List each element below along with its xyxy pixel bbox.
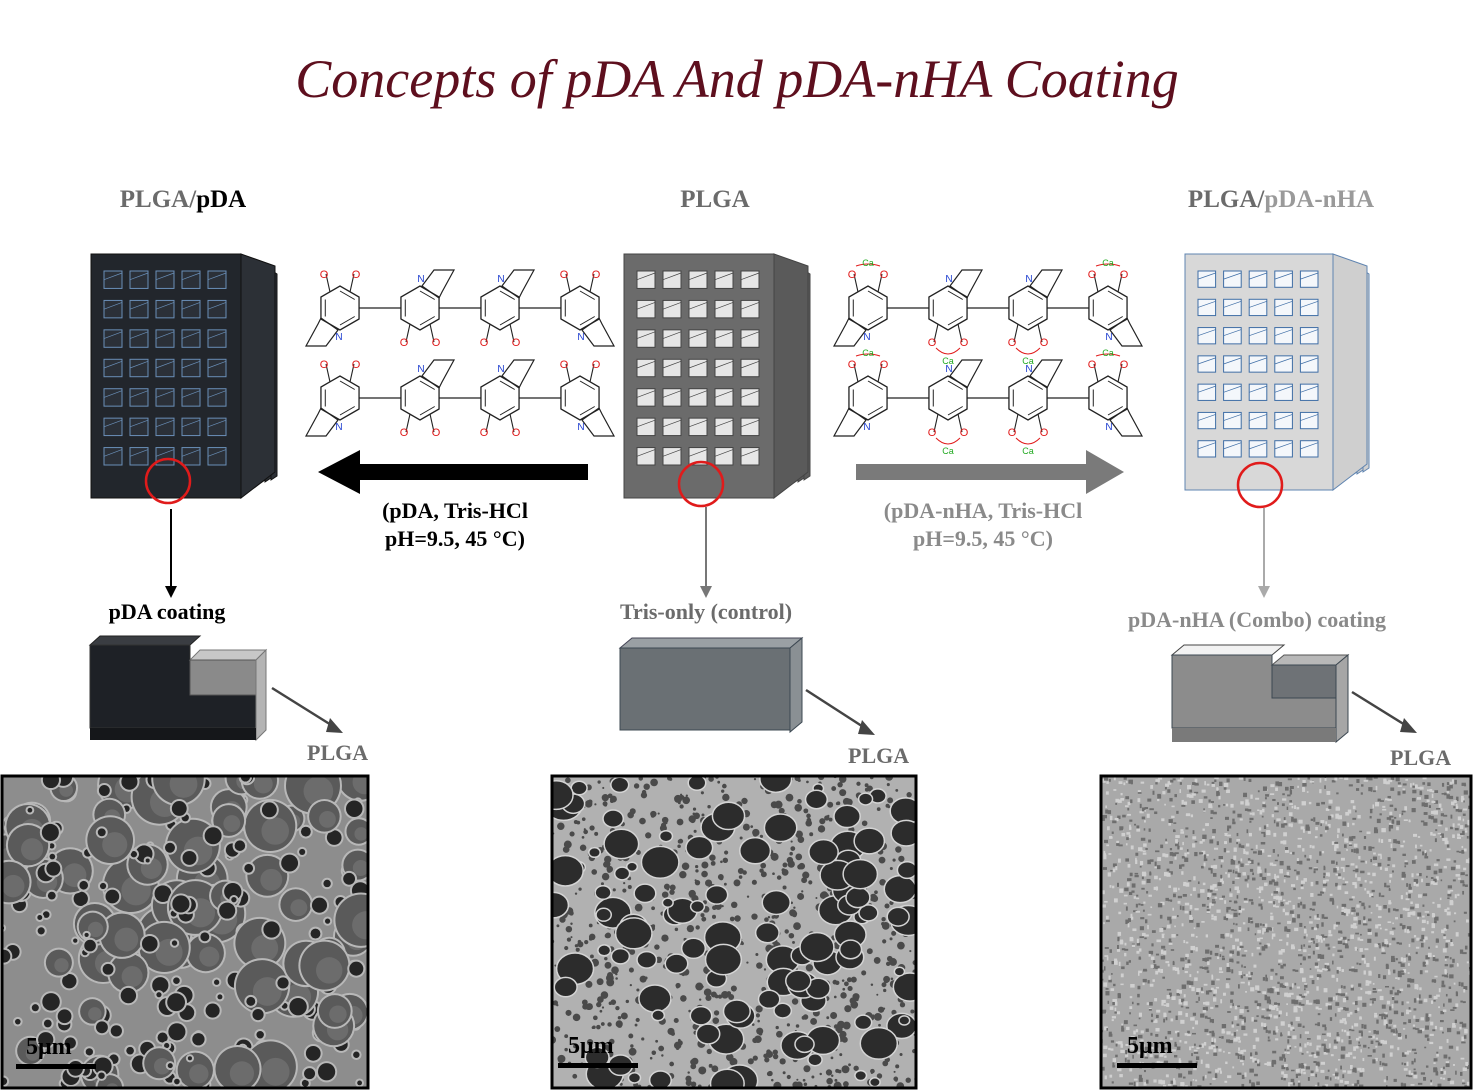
svg-text:N: N	[1105, 332, 1112, 343]
svg-text:O: O	[432, 337, 441, 349]
svg-text:O: O	[880, 359, 889, 371]
svg-text:O: O	[592, 359, 601, 371]
scale-label-left: 5μm	[26, 1034, 72, 1060]
svg-text:O: O	[928, 427, 937, 439]
svg-text:Ca: Ca	[862, 348, 874, 358]
coating-block-combo	[1170, 644, 1417, 744]
svg-text:O: O	[880, 269, 889, 281]
highlight-circle-right	[1236, 461, 1284, 509]
svg-text:O: O	[1040, 337, 1049, 349]
scale-bar-right	[1117, 1063, 1197, 1068]
down-arrow-left	[165, 509, 177, 598]
svg-text:O: O	[400, 427, 409, 439]
svg-text:O: O	[1088, 359, 1097, 371]
sem-image-tris	[550, 774, 918, 1090]
svg-text:O: O	[560, 269, 569, 281]
svg-text:N: N	[863, 422, 870, 433]
heading-plga-pda-nha: PLGA/pDA-nHA	[1187, 186, 1375, 213]
heading-plga: PLGA	[680, 186, 750, 213]
block-label-right: PLGA	[1390, 745, 1452, 770]
page-title: Concepts of pDA And pDA-nHA Coating	[295, 49, 1179, 109]
svg-text:N: N	[417, 274, 424, 285]
svg-text:N: N	[417, 364, 424, 375]
scale-bar-center	[558, 1063, 638, 1068]
svg-text:O: O	[1088, 269, 1097, 281]
svg-text:O: O	[960, 427, 969, 439]
svg-text:O: O	[320, 269, 329, 281]
down-arrow-right	[1258, 508, 1270, 598]
scaffold-pda	[90, 253, 278, 500]
svg-text:O: O	[592, 269, 601, 281]
coating-label-pda: pDA coating	[108, 599, 226, 624]
pda-molecule-structure: N O O N O O N O O N O O N O O N O O N O O N O O	[304, 269, 616, 439]
sem-image-combo	[1099, 774, 1473, 1090]
svg-text:O: O	[560, 359, 569, 371]
svg-text:O: O	[928, 337, 937, 349]
coating-label-tris: Tris-only (control)	[619, 599, 793, 624]
svg-text:N: N	[497, 364, 504, 375]
scale-label-right: 5μm	[1127, 1033, 1173, 1059]
scale-bar-left	[16, 1064, 96, 1069]
svg-text:Ca: Ca	[1102, 348, 1114, 358]
heading-plga-pda: PLGA/pDA	[119, 186, 247, 213]
svg-text:O: O	[352, 359, 361, 371]
svg-text:O: O	[848, 269, 857, 281]
svg-text:Ca: Ca	[1022, 356, 1034, 366]
coating-block-tris	[618, 636, 875, 735]
svg-text:N: N	[1025, 364, 1032, 375]
svg-text:O: O	[1008, 337, 1017, 349]
svg-text:O: O	[1120, 269, 1129, 281]
svg-text:N: N	[577, 332, 584, 343]
svg-text:N: N	[335, 332, 342, 343]
svg-text:O: O	[512, 337, 521, 349]
sem-image-pda	[0, 774, 370, 1090]
svg-text:O: O	[512, 427, 521, 439]
scaffold-plga	[623, 253, 811, 500]
svg-text:O: O	[1120, 359, 1129, 371]
svg-text:O: O	[848, 359, 857, 371]
block-label-center: PLGA	[848, 743, 910, 768]
svg-text:O: O	[1040, 427, 1049, 439]
arrow-left-pda	[318, 450, 588, 494]
svg-text:O: O	[320, 359, 329, 371]
svg-text:N: N	[577, 422, 584, 433]
svg-text:Ca: Ca	[1102, 258, 1114, 268]
highlight-circle-center	[677, 460, 725, 508]
block-label-left: PLGA	[307, 740, 369, 765]
svg-text:Ca: Ca	[1022, 446, 1034, 456]
svg-text:N: N	[1025, 274, 1032, 285]
svg-text:O: O	[1008, 427, 1017, 439]
svg-text:N: N	[497, 274, 504, 285]
arrow-right-conditions: (pDA-nHA, Tris-HCl pH=9.5, 45 °C)	[883, 498, 1083, 551]
down-arrow-center	[700, 507, 712, 598]
scaffold-pda-nha	[1184, 253, 1370, 492]
highlight-circle-left	[144, 457, 192, 505]
scale-label-center: 5μm	[568, 1033, 614, 1059]
svg-text:Ca: Ca	[942, 446, 954, 456]
svg-text:O: O	[960, 337, 969, 349]
svg-text:N: N	[863, 332, 870, 343]
svg-text:N: N	[1105, 422, 1112, 433]
svg-text:N: N	[945, 364, 952, 375]
arrow-right-pda-nha	[856, 450, 1124, 494]
svg-text:N: N	[945, 274, 952, 285]
coating-block-pda	[88, 635, 343, 742]
svg-text:N: N	[335, 422, 342, 433]
svg-text:O: O	[352, 269, 361, 281]
svg-text:O: O	[400, 337, 409, 349]
svg-text:Ca: Ca	[862, 258, 874, 268]
svg-text:O: O	[480, 427, 489, 439]
svg-text:O: O	[432, 427, 441, 439]
arrow-left-conditions: (pDA, Tris-HCl pH=9.5, 45 °C)	[382, 498, 528, 551]
svg-text:Ca: Ca	[942, 356, 954, 366]
svg-text:O: O	[480, 337, 489, 349]
coating-label-combo: pDA-nHA (Combo) coating	[1128, 607, 1386, 632]
